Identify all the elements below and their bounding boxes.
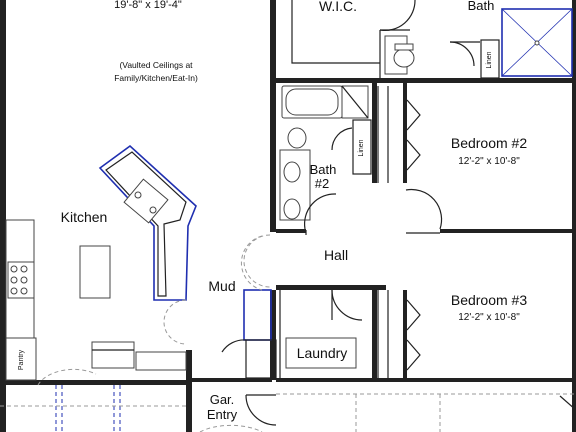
wic-label: W.I.C. [319, 0, 357, 14]
table [79, 245, 111, 299]
family-dims-label: 19'-8" x 19'-4" [114, 0, 182, 11]
pantry-label: Pantry [18, 349, 25, 370]
sink-icon [123, 178, 169, 224]
vault-note-line1: (Vaulted Ceilings at [119, 60, 193, 70]
top-bath [384, 8, 573, 79]
pantry-box [5, 337, 37, 381]
linen-top-label: Linen [486, 51, 493, 68]
bath-2-label-line1: Bath [310, 162, 337, 177]
kitchen-label: Kitchen [61, 209, 108, 225]
bath-2 [279, 85, 443, 230]
bedroom-3-label: Bedroom #3 [451, 292, 527, 308]
wic-area [291, 0, 416, 78]
garage-area [0, 385, 576, 432]
bedroom-2-dims: 12'-2" x 10'-8" [458, 156, 520, 167]
bedroom-3-dims: 12'-2" x 10'-8" [458, 312, 520, 323]
mud-label: Mud [208, 278, 235, 294]
kitchen-island-outline [98, 144, 197, 301]
toilet-icon [393, 48, 415, 68]
toilet-2-icon [287, 127, 307, 149]
appliance [91, 341, 135, 369]
hall-label: Hall [324, 247, 348, 263]
laundry-counter [285, 337, 357, 369]
garage-entry-line2: Entry [207, 407, 238, 422]
labels: 19'-8" x 19'-4" (Vaulted Ceilings at Fam… [18, 0, 527, 422]
garage-entry-line1: Gar. [210, 392, 235, 407]
bedroom-2-closet [377, 86, 421, 183]
bath-top-label: Bath [468, 0, 495, 13]
laundry-label: Laundry [297, 345, 348, 361]
linen-closet-mid [352, 119, 372, 175]
laundry-area [199, 235, 357, 432]
kitchen [5, 144, 197, 386]
linen-mid-label: Linen [358, 139, 365, 156]
mud-bench [243, 289, 272, 341]
shower-icon [501, 8, 573, 77]
bedroom-2-label: Bedroom #2 [451, 135, 527, 151]
bath-2-label-line2: #2 [315, 176, 329, 191]
bedroom-3-closet [377, 290, 421, 378]
linen-closet-top [480, 39, 500, 79]
vault-note-line2: Family/Kitchen/Eat-In) [114, 73, 198, 83]
